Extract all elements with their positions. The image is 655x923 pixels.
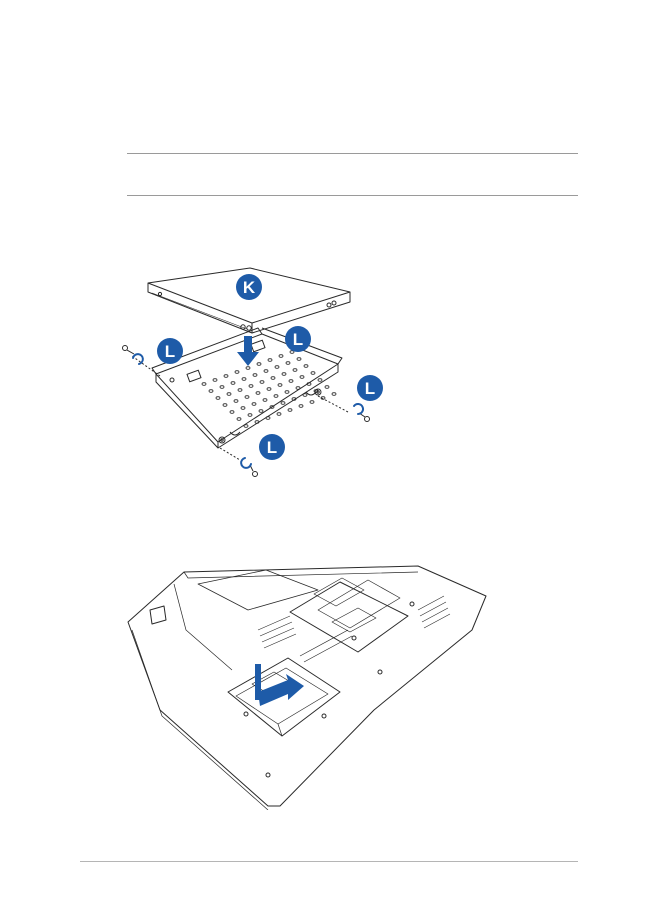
footer-rule bbox=[80, 861, 578, 862]
vent-hole bbox=[324, 385, 330, 389]
rotate-arrow-icon bbox=[132, 353, 144, 365]
svg-text:K: K bbox=[243, 278, 256, 297]
callout-l: L bbox=[157, 338, 183, 364]
vent-hole bbox=[269, 405, 275, 409]
vent-hole bbox=[230, 381, 236, 385]
laptop-body-outline bbox=[127, 565, 487, 807]
vent-hole bbox=[208, 389, 214, 393]
vent-hole bbox=[258, 409, 264, 413]
vent-hole bbox=[296, 357, 302, 361]
vent-hole bbox=[263, 369, 269, 373]
rotate-arrows bbox=[132, 353, 364, 469]
vent-hole bbox=[229, 410, 235, 414]
vent-hole bbox=[285, 361, 291, 365]
vent-hole bbox=[306, 382, 312, 386]
insert-arrow-icon bbox=[255, 664, 304, 706]
vent-hole bbox=[298, 404, 304, 408]
vent-hole bbox=[281, 372, 287, 376]
vent-hole bbox=[241, 377, 247, 381]
vent-hole bbox=[278, 354, 284, 358]
vent-hole bbox=[292, 368, 298, 372]
vent-hole bbox=[276, 412, 282, 416]
vent-hole bbox=[243, 424, 249, 428]
vent-hole bbox=[244, 395, 250, 399]
vent-hole bbox=[255, 391, 261, 395]
vent-hole bbox=[266, 387, 272, 391]
rotate-arrow-icon bbox=[240, 457, 252, 469]
svg-text:L: L bbox=[293, 330, 303, 349]
vent-hole bbox=[287, 408, 293, 412]
callout-l: L bbox=[285, 326, 311, 352]
vent-grid bbox=[257, 595, 451, 649]
laptop-bay-install-figure bbox=[127, 565, 487, 810]
vent-hole bbox=[265, 416, 271, 420]
vent-hole bbox=[299, 375, 305, 379]
note-top-rule bbox=[127, 153, 578, 154]
vent-hole bbox=[215, 396, 221, 400]
vent-hole bbox=[313, 389, 319, 393]
vent-hole bbox=[310, 371, 316, 375]
vent-hole bbox=[222, 403, 228, 407]
vent-hole bbox=[201, 382, 207, 386]
rotate-arrow-icon bbox=[353, 403, 364, 415]
vent-hole bbox=[284, 390, 290, 394]
svg-text:L: L bbox=[365, 379, 375, 398]
vent-hole bbox=[240, 406, 246, 410]
vent-hole bbox=[303, 364, 309, 368]
vent-hole bbox=[277, 383, 283, 387]
hdd-bracket-illustration bbox=[131, 327, 349, 461]
vent-hole bbox=[267, 358, 273, 362]
callout-l: L bbox=[259, 434, 285, 460]
vent-hole bbox=[295, 386, 301, 390]
vent-hole bbox=[236, 417, 242, 421]
svg-text:L: L bbox=[165, 342, 175, 361]
vent-hole bbox=[309, 400, 315, 404]
lower-drive-bay bbox=[227, 657, 341, 737]
vent-hole bbox=[245, 366, 251, 370]
vent-hole bbox=[317, 378, 323, 382]
vent-hole bbox=[270, 376, 276, 380]
vent-hole bbox=[288, 379, 294, 383]
vent-hole bbox=[254, 420, 260, 424]
callout-l: L bbox=[357, 375, 383, 401]
vent-hole bbox=[331, 392, 337, 396]
vent-hole bbox=[262, 398, 268, 402]
insert-down-arrow-icon bbox=[237, 336, 259, 366]
vent-hole bbox=[212, 378, 218, 382]
bracket-vent-holes bbox=[201, 350, 337, 428]
svg-text:L: L bbox=[267, 438, 277, 457]
vent-hole bbox=[219, 385, 225, 389]
note-bottom-rule bbox=[127, 195, 578, 196]
vent-hole bbox=[273, 394, 279, 398]
vent-hole bbox=[223, 374, 229, 378]
vent-hole bbox=[289, 350, 295, 354]
vent-hole bbox=[251, 402, 257, 406]
vent-hole bbox=[233, 399, 239, 403]
vent-hole bbox=[291, 397, 297, 401]
vent-hole bbox=[320, 396, 326, 400]
vent-hole bbox=[248, 384, 254, 388]
vent-hole bbox=[274, 365, 280, 369]
vent-hole bbox=[226, 392, 232, 396]
vent-hole bbox=[302, 393, 308, 397]
vent-hole bbox=[234, 370, 240, 374]
vent-hole bbox=[252, 373, 258, 377]
vent-hole bbox=[259, 380, 265, 384]
hdd-bracket-install-figure: K L L L L bbox=[122, 267, 383, 477]
vent-hole bbox=[247, 413, 253, 417]
upper-drive-bay bbox=[289, 577, 409, 653]
vent-hole bbox=[237, 388, 243, 392]
vent-hole bbox=[280, 401, 286, 405]
callout-k: K bbox=[236, 274, 262, 300]
vent-hole bbox=[256, 362, 262, 366]
